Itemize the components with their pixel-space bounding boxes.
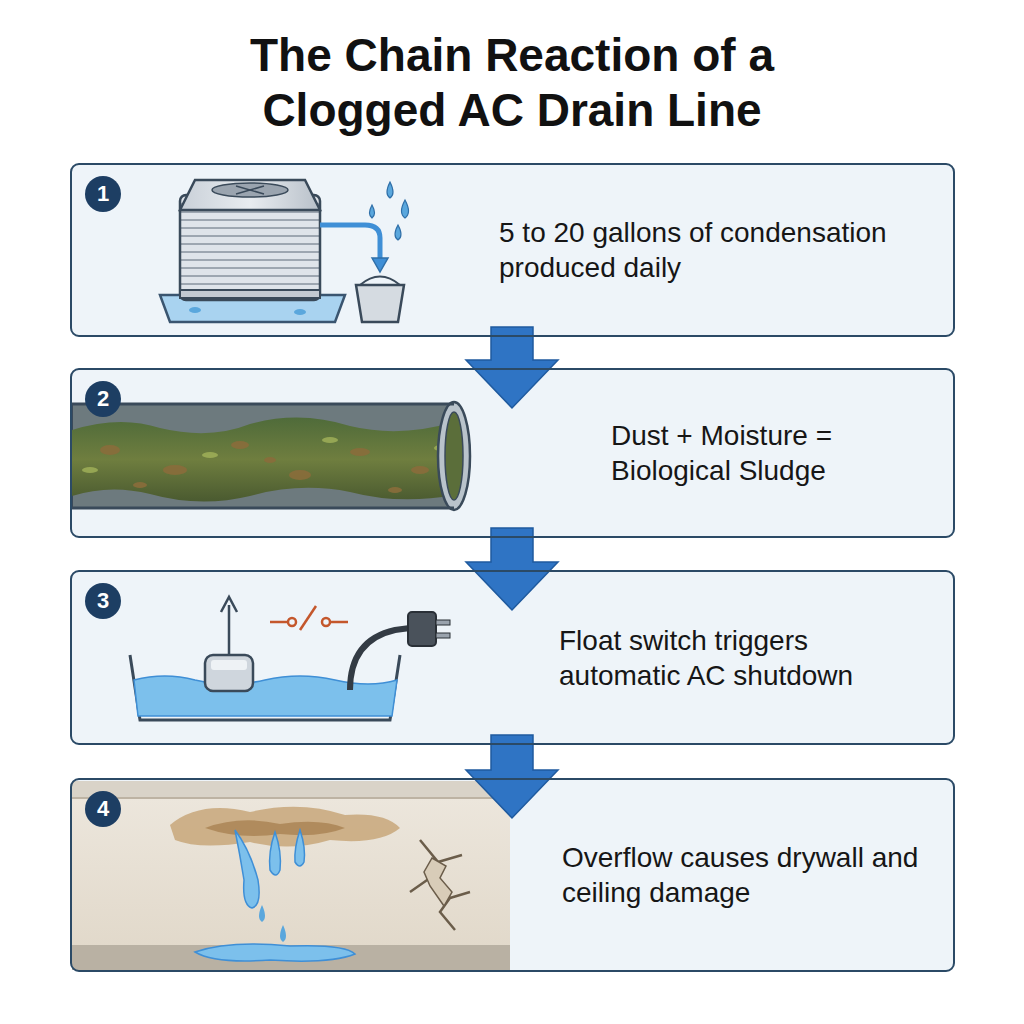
step-number-badge: 3	[85, 583, 121, 619]
step-text: Overflow causes drywall and ceiling dama…	[562, 840, 922, 910]
panel-ground	[70, 163, 955, 337]
step-number: 2	[85, 381, 121, 417]
step-number-badge: 4	[85, 791, 121, 827]
step-panel: Overflow causes drywall and ceiling dama…	[70, 778, 955, 972]
step-text: Float switch triggers automatic AC shutd…	[559, 623, 919, 693]
step-text: Dust + Moisture = Biological Sludge	[611, 418, 931, 488]
step-number-badge: 2	[85, 381, 121, 417]
flow-arrow	[466, 528, 558, 610]
step-panel: 5 to 20 gallons of condensation produced…	[70, 163, 955, 337]
step-number-badge: 1	[85, 176, 121, 212]
ceiling-damage-illustration	[72, 781, 510, 970]
step-number: 4	[85, 791, 121, 827]
float-switch-illustration	[130, 597, 450, 720]
step-number: 1	[85, 176, 121, 212]
step-panel: Dust + Moisture = Biological Sludge 2	[70, 368, 955, 538]
title: The Chain Reaction of a Clogged AC Drain…	[0, 28, 1024, 138]
title-text: The Chain Reaction of a Clogged AC Drain…	[202, 28, 822, 138]
flow-arrow	[466, 735, 558, 818]
ac-unit-illustration	[160, 180, 409, 322]
step-text: 5 to 20 gallons of condensation produced…	[499, 215, 931, 285]
step-number: 3	[85, 583, 121, 619]
step-panel: Float switch triggers automatic AC shutd…	[70, 570, 955, 745]
sludge-pipe-illustration	[72, 402, 470, 510]
